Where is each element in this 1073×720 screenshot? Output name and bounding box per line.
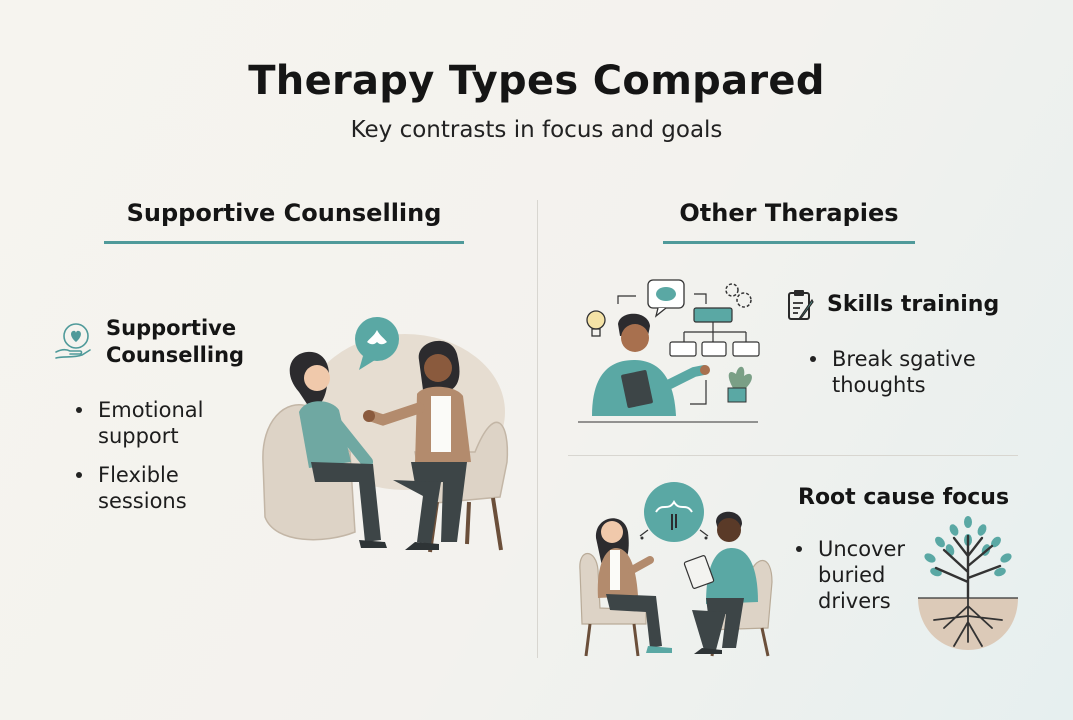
bullet-text-line1: Break sgative (832, 347, 976, 371)
bullet-text-line1: Emotional (98, 398, 204, 422)
page-title: Therapy Types Compared (248, 58, 825, 104)
right-heading-underline (663, 241, 915, 244)
bullet-text-line2: sessions (98, 489, 187, 513)
supportive-card-title: Supportive Counselling (106, 315, 244, 369)
section-divider (568, 455, 1018, 456)
bullet-text-line2: buried (818, 563, 886, 587)
bullet-dot (796, 546, 802, 552)
supportive-title-line1: Supportive (106, 316, 237, 340)
page-subtitle: Key contrasts in focus and goals (350, 117, 723, 143)
skills-training-title: Skills training (827, 292, 1000, 317)
bullet-text-line2: support (98, 424, 179, 448)
bullet-text-line1: Uncover (818, 537, 906, 561)
counselling-session-illustration (262, 317, 509, 553)
tree-roots-icon (918, 516, 1018, 650)
bullet-dot (810, 356, 816, 362)
clipboard-pencil-icon (788, 290, 814, 320)
bullet-text-line3: drivers (818, 589, 891, 613)
left-heading-underline (104, 241, 464, 244)
bullet-break-negative-thoughts: Break sgative thoughts (810, 346, 976, 398)
bullet-flexible-sessions: Flexible sessions (76, 462, 187, 514)
bullet-text-line1: Flexible (98, 463, 179, 487)
left-column-heading: Supportive Counselling (126, 199, 442, 227)
supportive-title-line2: Counselling (106, 343, 245, 367)
column-divider (537, 200, 538, 658)
bullet-dot (76, 472, 82, 478)
bullet-text-line2: thoughts (832, 373, 926, 397)
root-cause-title: Root cause focus (798, 485, 1010, 510)
right-column-heading: Other Therapies (679, 199, 899, 227)
bullet-dot (76, 407, 82, 413)
heart-hand-icon (55, 323, 91, 359)
cognitive-training-illustration (578, 279, 760, 423)
bullet-emotional-support: Emotional support (76, 397, 204, 449)
bullet-uncover-buried-drivers: Uncover buried drivers (796, 536, 905, 614)
root-cause-session-illustration (579, 482, 773, 657)
